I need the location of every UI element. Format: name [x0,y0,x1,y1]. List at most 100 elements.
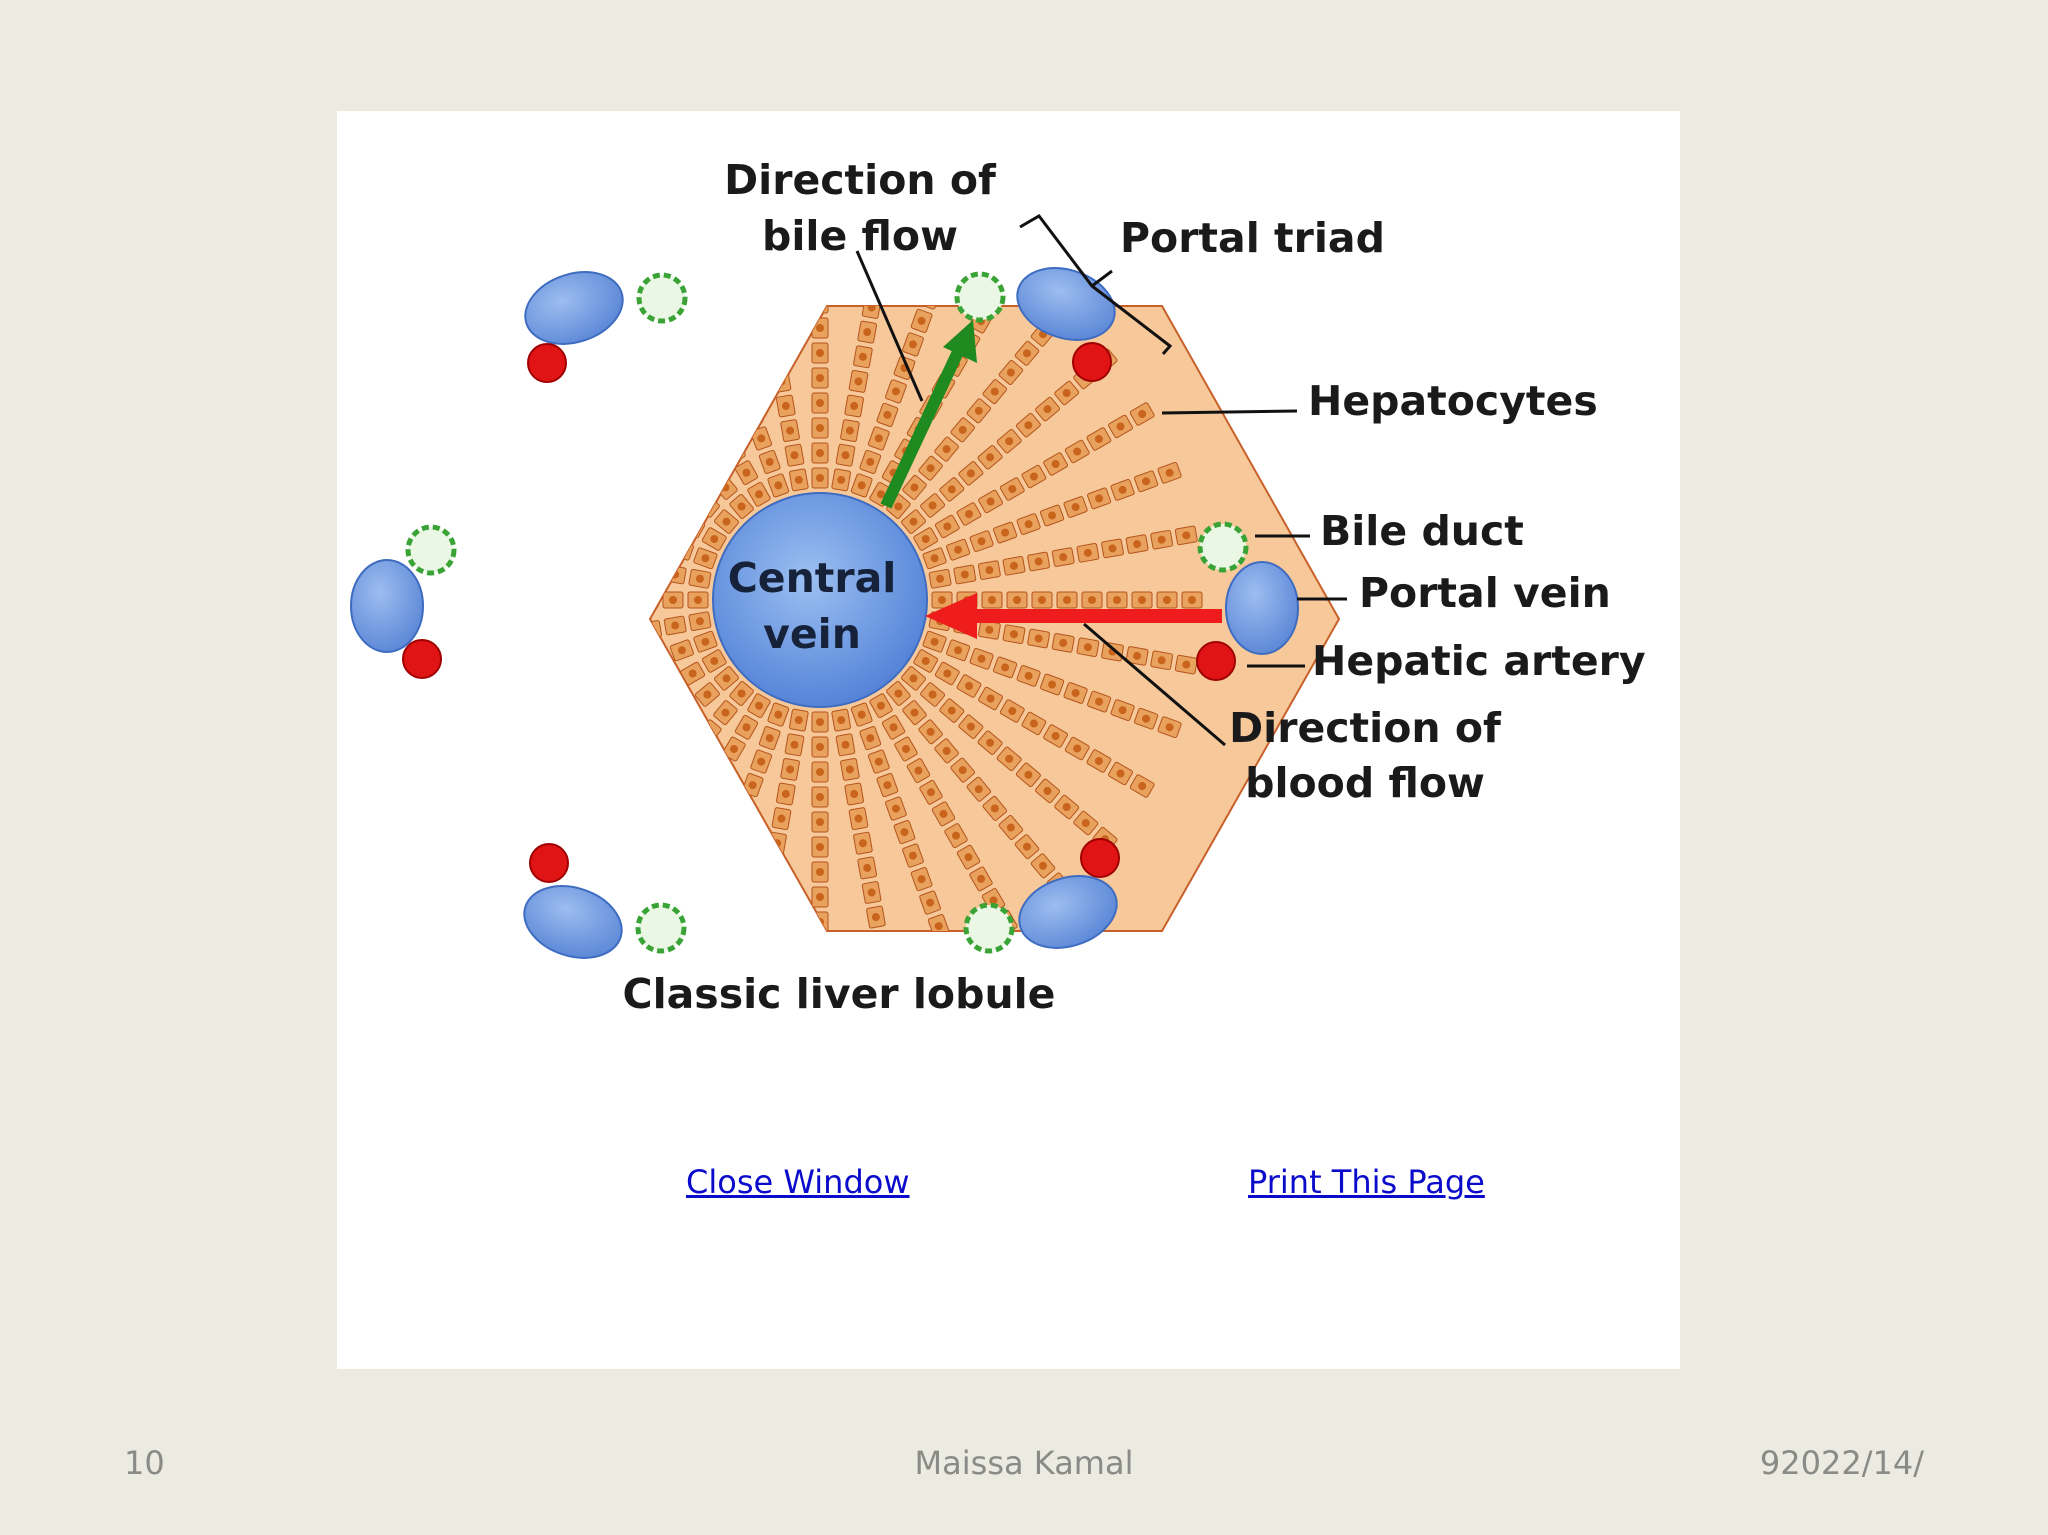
hepatocyte-cell [934,514,960,539]
hepatocyte-cell [919,779,943,805]
hepatocyte-cell [789,708,809,732]
hepatic-artery [1072,342,1112,382]
hepatocyte-cell [977,560,1001,580]
hepatocyte-cell [934,661,960,686]
hepatocyte-cell [763,856,783,880]
hepatocyte-cell [485,402,510,426]
hepatocyte-cell [1054,380,1080,406]
hepatocyte-cell [1035,778,1060,804]
hepatocyte-cell [1027,628,1051,649]
hepatocyte-cell [950,757,975,783]
hepatocyte-cell [463,592,483,608]
hepatocyte-cell [902,700,927,726]
hepatocyte-cell [978,489,1004,514]
hepatocyte-cell [776,394,796,418]
hepatocyte-cell [1101,641,1124,662]
portal-triad-bracket-tip [1091,269,1113,288]
hepatocyte-cell [811,886,829,908]
hepatic-artery [527,343,567,383]
hepatocyte-cell [931,801,956,827]
hepatocyte-cell [848,807,869,831]
hepatocyte-cell [966,398,992,424]
hepatocyte-cell [811,342,829,364]
hepatocyte-cell [650,730,663,755]
hepatocyte-cell [996,428,1022,454]
hepatocyte-cell [1110,699,1135,721]
hepatocyte-cell [1030,853,1056,879]
hepatocyte-cell [701,649,727,673]
hepatocyte-cell [893,820,916,845]
hepatocyte-cell [576,505,600,527]
hepatocyte-cell [600,340,625,366]
hepatocyte-cell [714,666,739,691]
hepatocyte-cell [729,681,754,706]
hepatocyte-cell [1035,396,1060,422]
bile-flow-leader [855,250,924,402]
hepatocyte-cell [693,630,718,653]
hepatocytes-group [458,268,1203,931]
hepatocyte-cell [1150,650,1174,671]
hepatocyte-cell [458,716,482,738]
hepatocyte-cell [1108,761,1133,786]
hepatocyte-cell [750,426,773,451]
hepatocyte-cell [593,465,618,489]
hepatocyte-cell [939,698,965,723]
hepatocyte-cell [811,442,829,464]
hepatocyte-cell [1027,551,1051,572]
hepatocyte-cell [617,360,642,386]
hepatic-artery [1080,838,1120,878]
hepatocyte-cell [688,611,712,631]
hepatocyte-cell [1110,479,1135,501]
hepatocyte-cell [835,443,856,467]
hepatocyte-cell [566,547,588,566]
hepatocyte-cell [733,379,755,404]
hepatocyte-cell [1015,412,1041,438]
hepatocyte-cell [906,758,931,784]
hepatocyte-cell [1051,547,1075,567]
hepatocyte-cell [560,380,586,405]
hepatocyte-cell [767,702,790,727]
hepatocyte-cell [1016,513,1041,535]
hepatocyte-cell [840,419,860,443]
hepatic-artery-label: Hepatic artery [1312,637,1646,685]
hepatocytes-leader [1161,409,1298,415]
hepatocyte-cell [690,914,713,931]
hepatocyte-cell [681,738,706,764]
hepatocyte-cell [650,620,663,640]
hepatocyte-cell [684,801,709,827]
print-page-link[interactable]: Print This Page [1248,1163,1485,1201]
hepatocyte-cell [920,682,946,707]
hepatocyte-cell [812,268,828,288]
hepatocyte-cell [550,737,575,761]
hepatocyte-cell [998,360,1024,385]
hepatocyte-cell [771,807,792,831]
bile-flow-label-2: bile flow [762,212,958,260]
hepatocyte-cell [505,479,529,501]
hepatocyte-cell [615,477,640,501]
hepatocyte-cell [811,836,829,858]
hepatocyte-cell [541,638,563,657]
hepatocyte-cell [699,890,721,915]
close-window-link[interactable]: Close Window [686,1163,910,1201]
hepatocyte-cell [615,699,640,723]
hepatocyte-cell [835,733,856,757]
hepatocyte-cell [658,502,684,526]
hepatocyte-cell [811,811,829,833]
hepatocyte-cell [576,674,600,696]
hepatocyte-cell [861,881,882,904]
hepatocyte-cell [754,272,773,294]
hepatocyte-cell [1064,736,1090,761]
hepatocyte-cell [672,351,696,377]
hepatocyte-cell [844,782,864,806]
hepatocyte-cell [977,445,1003,470]
liver-lobule-diagram: Central vein Direction of bile f [350,156,1646,1018]
hepatocyte-cell [662,591,684,609]
leader-lines [855,214,1347,747]
hepatocyte-cell [1076,543,1100,563]
hepatocyte-cell [665,757,690,783]
hepatocyte-cell [707,867,730,892]
hepatocyte-cell [866,272,885,294]
hepatocyte-cell [590,629,612,648]
hepatocyte-cell [1086,427,1112,451]
hepatocyte-cell [811,467,829,489]
